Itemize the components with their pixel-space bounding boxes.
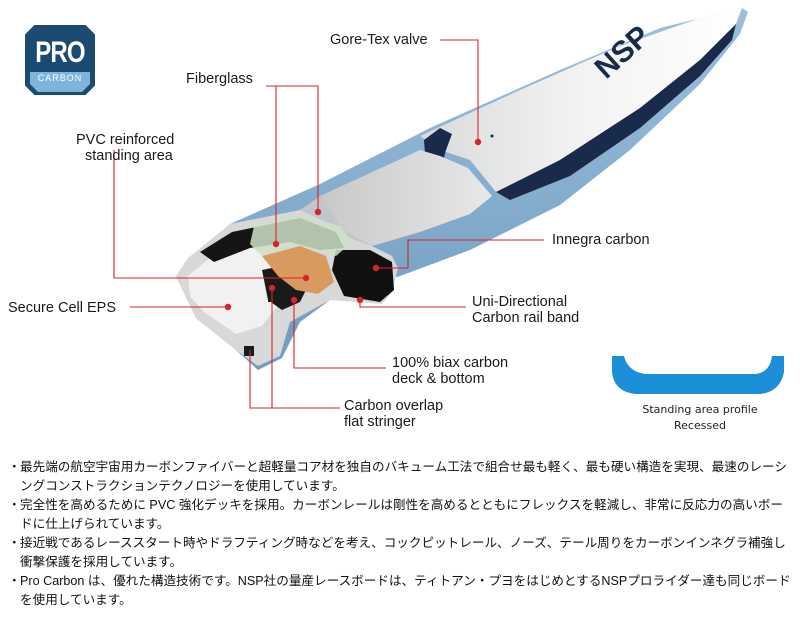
callout-biax-line2: deck & bottom (392, 371, 485, 387)
callout-innegra: Innegra carbon (552, 232, 650, 248)
leader-pvc (113, 150, 306, 279)
leader-innegra (376, 239, 544, 269)
feature-notes: ・ 最先端の航空宇宙用カーボンファイバーと超軽量コア材を独自のバキューム工法で組… (8, 458, 793, 610)
gore-tex-valve-marker (490, 134, 494, 138)
callout-fiberglass: Fiberglass (186, 71, 253, 87)
callout-biax-line1: 100% biax carbon (392, 355, 509, 371)
logo-text-main: PRO (35, 36, 85, 69)
logo-badge-icon (23, 23, 97, 97)
note-bullet: ・ (8, 460, 21, 474)
leader-fiberglass (266, 85, 319, 212)
note-text: 接近戦であるレーススタート時やドラフティング時などを考え、コックピットレール、ノ… (20, 536, 786, 569)
note-text: 最先端の航空宇宙用カーボンファイバーと超軽量コア材を独自のバキューム工法で組合せ… (20, 460, 787, 493)
standing-area-floor (320, 150, 492, 246)
callout-unidir-line2: Carbon rail band (472, 310, 580, 326)
note-bullet: ・ (8, 574, 21, 588)
callout-biax: 100% biax carbon deck & bottom (392, 355, 508, 387)
callout-pvc-line2: standing area (85, 148, 173, 164)
construction-diagram: NSP (8, 8, 788, 434)
callout-overlap-line2: flat stringer (344, 414, 416, 430)
leader-overlap (249, 350, 340, 409)
eps-core (188, 246, 282, 334)
bottom-tab-right (268, 294, 278, 302)
feature-note: ・ 完全性を高めるために PVC 強化デッキを採用。カーボンレールは剛性を高める… (8, 496, 793, 534)
standing-area-profile-icon (612, 356, 784, 394)
logo-text-sub: CARBON (37, 73, 83, 83)
callout-pvc-line1: PVC reinforced (76, 132, 175, 148)
callout-unidir: Uni-Directional Carbon rail band (472, 294, 579, 326)
rail-stripe-navy (496, 24, 736, 200)
carbon-rail-band (332, 250, 394, 302)
leader-fiberglass-sub (266, 85, 277, 244)
board-cutaway-illustration: NSP (113, 8, 784, 409)
board-deck-surface (420, 8, 742, 192)
leader-gore-tex (440, 39, 479, 140)
callout-gore-tex: Gore-Tex valve (330, 32, 428, 48)
feature-note: ・ 最先端の航空宇宙用カーボンファイバーと超軽量コア材を独自のバキューム工法で組… (8, 458, 793, 496)
profile-caption-line1: Standing area profile (642, 403, 758, 416)
profile-caption-line2: Recessed (674, 419, 726, 432)
note-bullet: ・ (8, 498, 21, 512)
leader-lines (113, 39, 544, 409)
callout-unidir-line1: Uni-Directional (472, 294, 568, 310)
callout-overlap: Carbon overlap flat stringer (344, 398, 443, 430)
leader-dots (224, 138, 482, 311)
leader-biax (293, 300, 386, 369)
note-text: 完全性を高めるために PVC 強化デッキを採用。カーボンレールは剛性を高めるとと… (20, 498, 783, 531)
feature-note: ・ 接近戦であるレーススタート時やドラフティング時などを考え、コックピットレール… (8, 534, 793, 572)
note-text: Pro Carbon は、優れた構造技術です。NSP社の量産レースボードは、ティ… (20, 574, 791, 607)
feature-note: ・ Pro Carbon は、優れた構造技術です。NSP社の量産レースボードは、… (8, 572, 793, 610)
profile-caption: Standing area profile Recessed (612, 402, 788, 434)
bottom-tab-left (244, 346, 254, 356)
callout-secure-cell: Secure Cell EPS (8, 300, 116, 316)
pro-carbon-logo: PRO CARBON (22, 22, 98, 98)
pvc-panel (262, 246, 334, 294)
callout-overlap-line1: Carbon overlap (344, 398, 444, 414)
callout-pvc: PVC reinforced standing area (76, 132, 174, 164)
note-bullet: ・ (8, 536, 21, 550)
